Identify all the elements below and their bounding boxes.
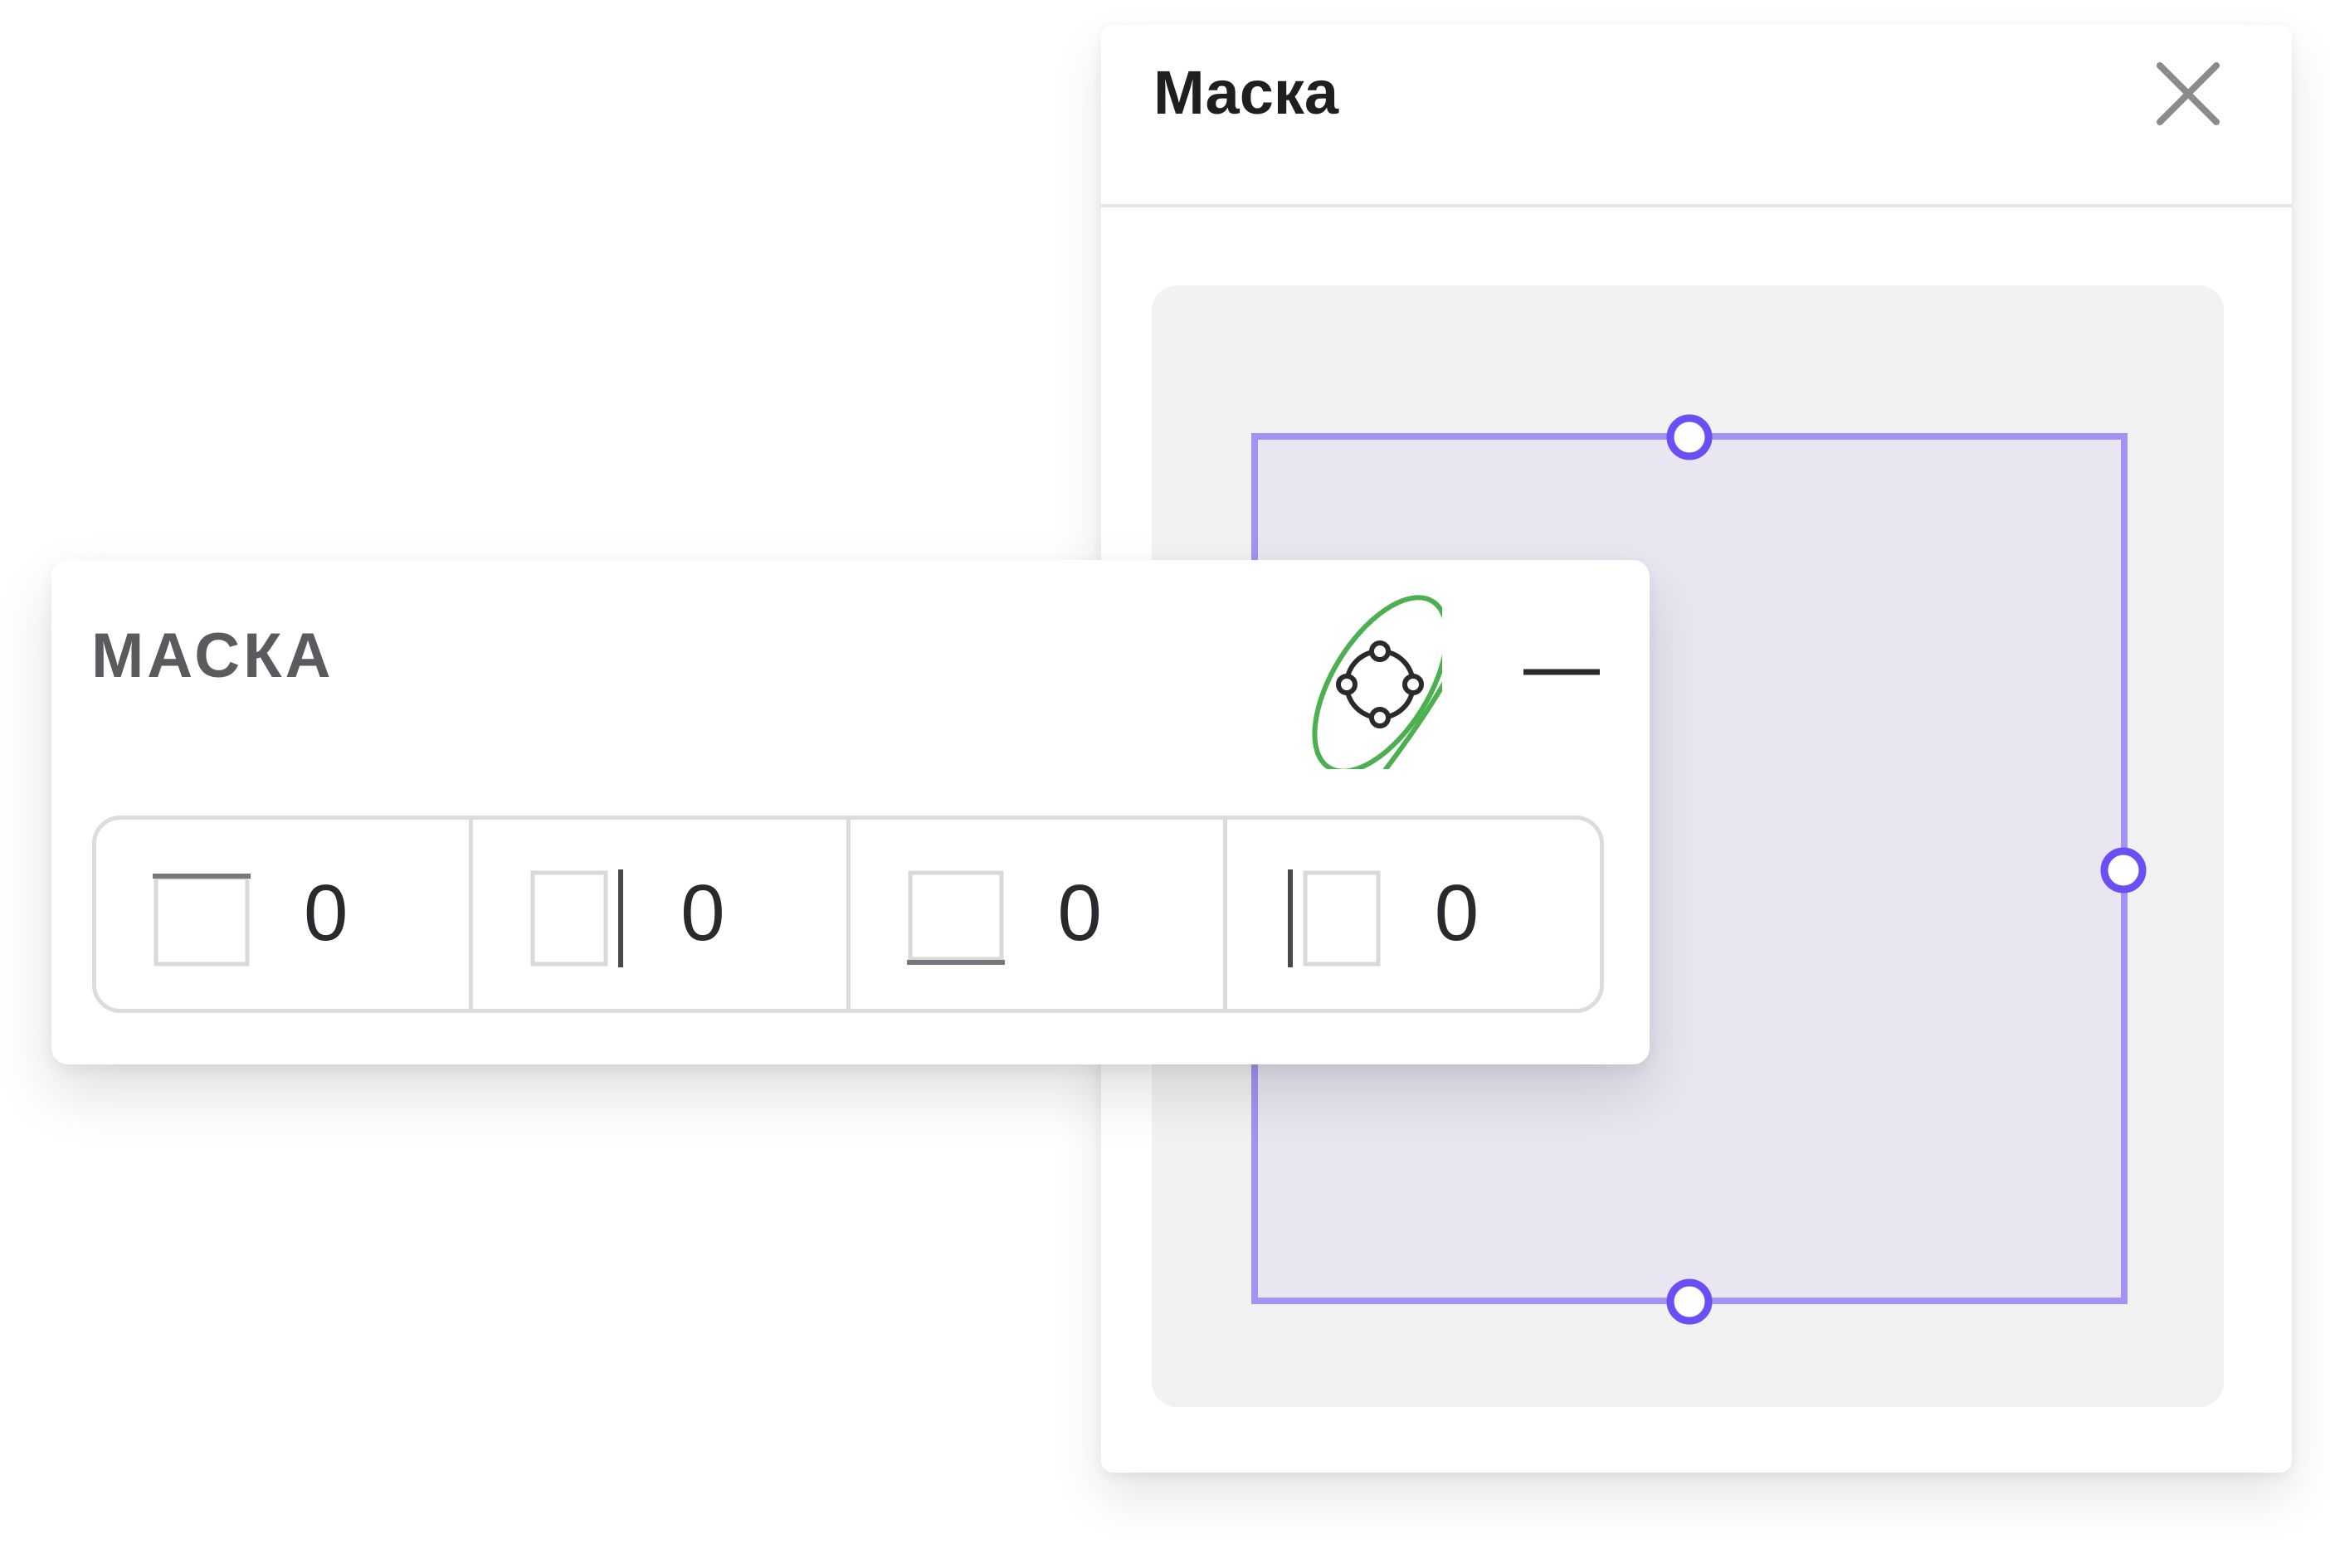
- highlight-ellipse: [1312, 595, 1450, 774]
- inset-left-icon: [1287, 869, 1381, 967]
- inset-top-icon: [153, 874, 251, 967]
- inset-right-field[interactable]: 0: [473, 820, 851, 1009]
- mask-dialog: Маска: [1101, 25, 2292, 1473]
- handle-bottom[interactable]: [1666, 1278, 1713, 1325]
- close-button[interactable]: [2147, 52, 2230, 135]
- collapse-button[interactable]: [1504, 631, 1611, 713]
- inset-bottom-field[interactable]: 0: [851, 820, 1227, 1009]
- inset-left-field[interactable]: 0: [1227, 820, 1600, 1009]
- inset-left-value: 0: [1434, 869, 1479, 957]
- inset-bottom-value: 0: [1057, 869, 1102, 957]
- mask-settings-button[interactable]: [1276, 595, 1472, 811]
- inset-top-value: 0: [304, 869, 349, 957]
- handle-right[interactable]: [2100, 847, 2147, 894]
- dialog-title: Маска: [1153, 58, 1339, 127]
- handle-top[interactable]: [1666, 414, 1713, 460]
- mask-panel: МАСКА: [51, 560, 1650, 1064]
- minus-icon: [1523, 669, 1600, 675]
- inset-top-field[interactable]: 0: [96, 820, 474, 1009]
- inset-bottom-icon: [906, 870, 1005, 965]
- inset-right-icon: [530, 869, 624, 967]
- inset-right-value: 0: [680, 869, 725, 957]
- panel-title: МАСКА: [91, 621, 334, 691]
- mask-handles-icon: [1312, 595, 1472, 811]
- mask-inset-fields: 0 0 0: [92, 816, 1604, 1013]
- close-icon: [2157, 62, 2220, 125]
- dialog-header: Маска: [1101, 25, 2292, 207]
